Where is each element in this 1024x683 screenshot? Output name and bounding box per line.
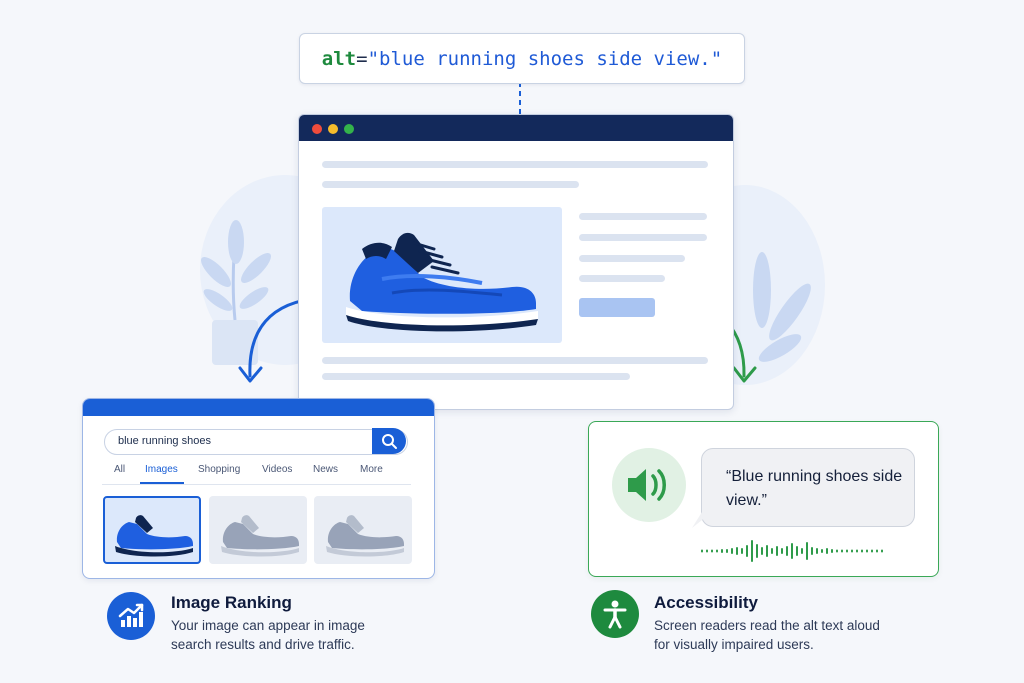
green-arrow-head [732,366,757,383]
alt-attribute-value: "blue running shoes side view." [367,47,723,70]
hero-image [322,207,562,343]
spoken-alt-text: “Blue running shoes side view.” [726,468,903,509]
placeholder-button[interactable] [579,298,655,317]
alt-attribute-name: alt [321,47,357,70]
tab-images[interactable]: Images [145,464,178,475]
feature-desc-accessibility: Screen readers read the alt text aloud f… [654,618,880,652]
minimize-dot-icon[interactable] [328,124,338,134]
speaker-icon [628,469,666,501]
close-dot-icon[interactable] [312,124,322,134]
search-query: blue running shoes [118,435,211,447]
feature-desc-ranking: Your image can appear in image search re… [171,618,365,652]
speech-bubble-tail [692,512,712,528]
blue-arrow-head [238,366,263,383]
tab-more[interactable]: More [360,464,383,475]
image-search-panel: blue running shoes All Images Shopping V… [82,398,435,579]
placeholder-text-line [322,181,579,188]
blue-shoe-thumbnail-icon [115,515,193,557]
placeholder-text-line [322,373,630,380]
feature-title-accessibility: Accessibility [654,593,758,612]
browser-window [298,114,734,410]
image-result-selected[interactable] [103,496,201,564]
maximize-dot-icon[interactable] [344,124,354,134]
placeholder-text-line [579,213,707,220]
search-icon [382,434,397,449]
placeholder-text-line [322,161,708,168]
search-panel-header [83,399,434,416]
blue-running-shoe-icon [346,232,538,332]
browser-title-bar [299,115,733,141]
tab-videos[interactable]: Videos [262,464,293,475]
active-tab-indicator [140,482,184,484]
tabs-divider [102,484,411,485]
right-plant-icon [753,252,811,362]
feature-title-ranking: Image Ranking [171,593,292,612]
search-input[interactable]: blue running shoes [104,429,408,455]
speaker-icon-circle [612,448,686,522]
image-result[interactable] [209,496,307,564]
tab-all[interactable]: All [114,464,126,475]
left-plant-icon [201,220,271,365]
placeholder-text-line [579,275,665,282]
speech-bubble: “Blue running shoes side view.” [701,448,915,527]
search-button[interactable] [372,428,406,454]
placeholder-text-line [322,357,708,364]
accessibility-person-icon [591,590,639,638]
screen-reader-panel: “Blue running shoes side view.” [588,421,939,577]
alt-code-box: alt="blue running shoes side view." [299,33,745,84]
tab-news[interactable]: News [313,464,339,475]
placeholder-text-line [579,234,707,241]
audio-waveform-icon [701,540,883,562]
search-tabs: All Images Shopping Videos News More [83,463,434,485]
image-result[interactable] [314,496,412,564]
placeholder-text-line [579,255,685,262]
alt-equals: = [356,47,368,70]
gray-shoe-thumbnail-icon [221,515,299,557]
tab-shopping[interactable]: Shopping [198,464,241,475]
trending-chart-icon [107,592,155,640]
gray-shoe-thumbnail-icon [326,515,404,557]
